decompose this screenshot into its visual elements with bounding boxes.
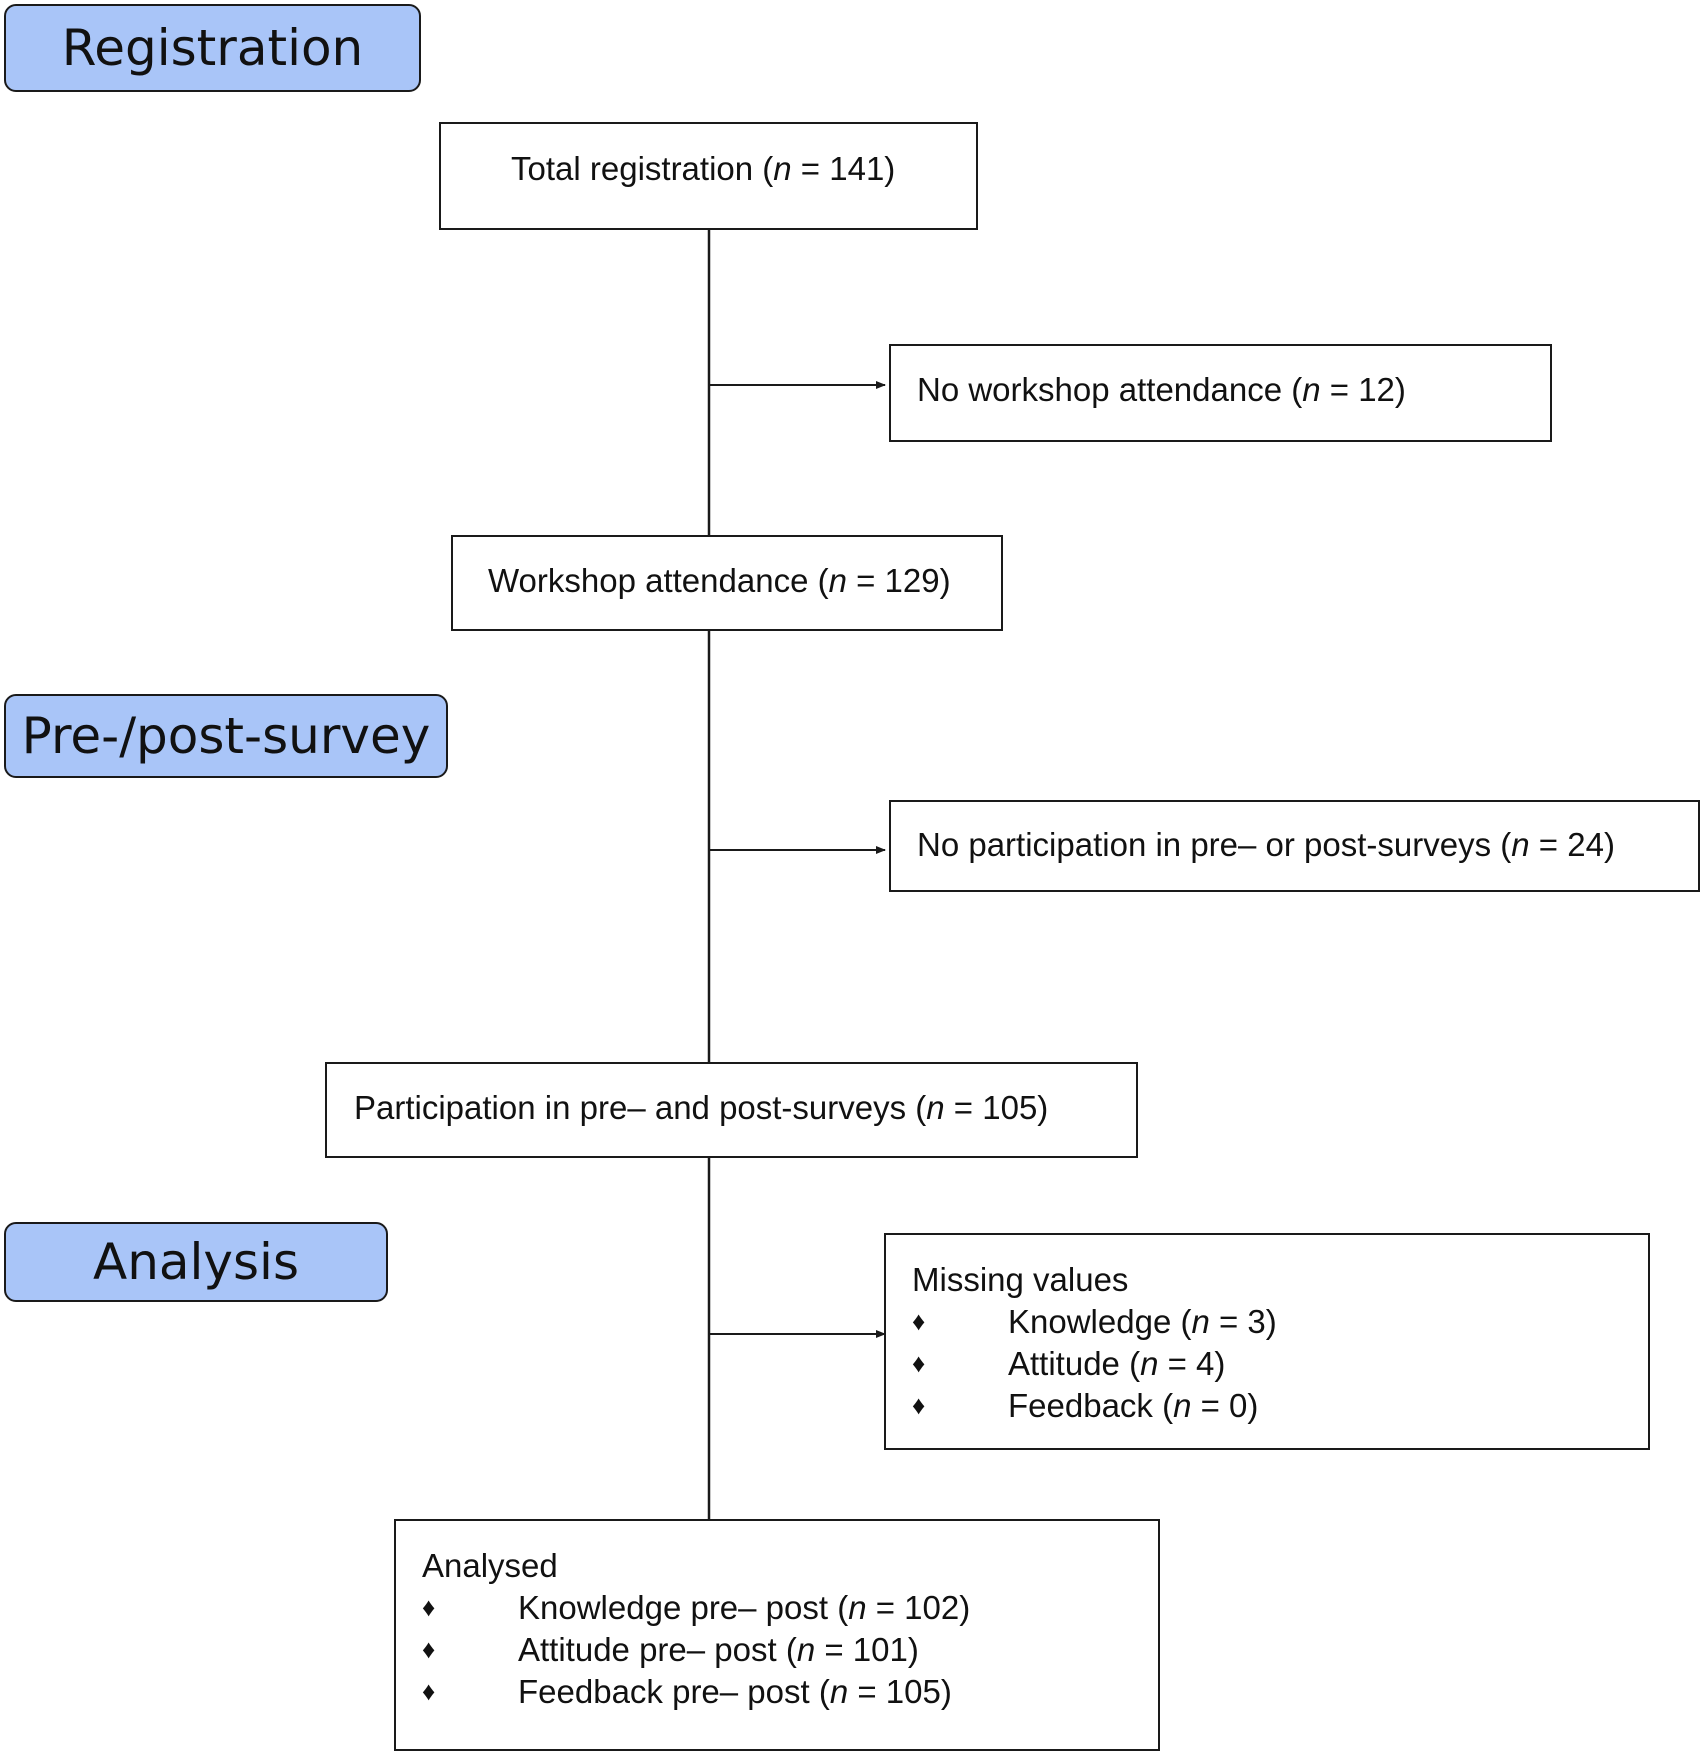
diamond-bullet-icon: ♦ xyxy=(912,1390,926,1420)
box-label: Participation in pre– and post-surveys (… xyxy=(354,1089,1049,1126)
box-label: No participation in pre– or post-surveys… xyxy=(917,826,1615,863)
box-label: Workshop attendance (n = 129) xyxy=(488,562,951,599)
box-title: Missing values xyxy=(912,1261,1129,1298)
stage-label-text: Pre-/post-survey xyxy=(21,707,431,765)
stage-label-text: Registration xyxy=(61,19,364,77)
box-no-workshop-attendance: No workshop attendance (n = 12) xyxy=(889,344,1552,442)
stage-label-analysis: Analysis xyxy=(4,1222,388,1302)
box-participation: Participation in pre– and post-surveys (… xyxy=(325,1062,1138,1158)
box-label: No workshop attendance (n = 12) xyxy=(917,371,1406,408)
diamond-bullet-icon: ♦ xyxy=(422,1676,436,1706)
box-label: Total registration (n = 141) xyxy=(511,150,896,187)
box-workshop-attendance: Workshop attendance (n = 129) xyxy=(451,535,1003,631)
stage-label-registration: Registration xyxy=(4,4,421,92)
box-analysed: Analysed ♦ Knowledge pre– post (n = 102)… xyxy=(394,1519,1160,1751)
diamond-bullet-icon: ♦ xyxy=(422,1592,436,1622)
box-no-participation: No participation in pre– or post-surveys… xyxy=(889,800,1700,892)
diamond-bullet-icon: ♦ xyxy=(912,1348,926,1378)
box-missing-values: Missing values ♦ Knowledge (n = 3) ♦ Att… xyxy=(884,1233,1650,1450)
stage-label-text: Analysis xyxy=(92,1233,299,1291)
diamond-bullet-icon: ♦ xyxy=(912,1306,926,1336)
stage-label-survey: Pre-/post-survey xyxy=(4,694,448,778)
diamond-bullet-icon: ♦ xyxy=(422,1634,436,1664)
box-title: Analysed xyxy=(422,1547,558,1584)
box-total-registration: Total registration (n = 141) xyxy=(439,122,978,230)
